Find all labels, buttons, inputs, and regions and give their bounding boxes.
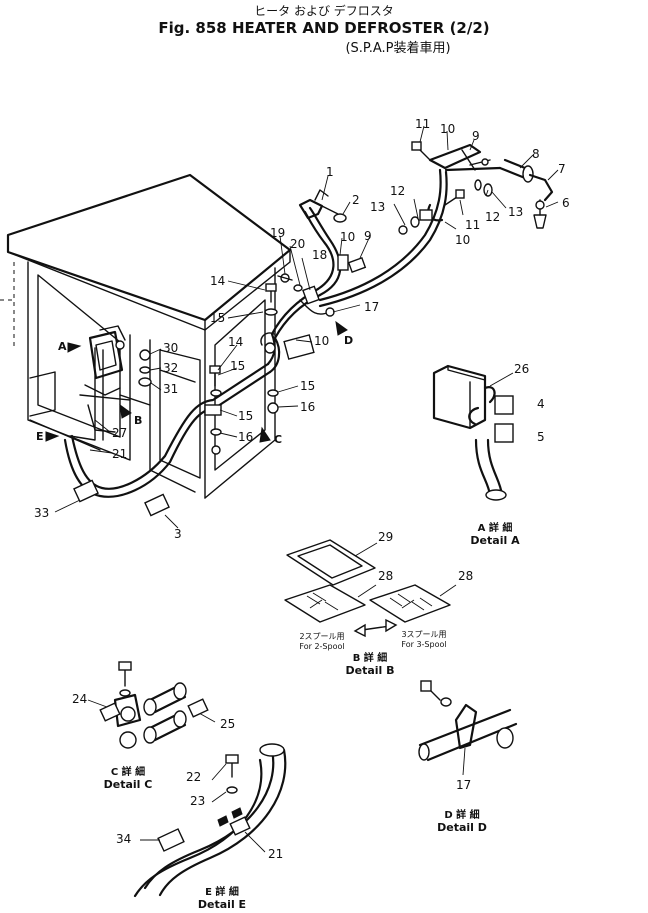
title-japanese: ヒータ および デフロスタ [254,3,394,18]
part-number: 2 [352,193,360,207]
arrow-label-d: D [344,334,353,347]
detail-b-label-jp: B 詳 細 [353,651,388,664]
part-number: 31 [163,382,178,396]
part-number: 13 [508,205,523,219]
detail-d-label-en: Detail D [437,821,487,834]
part-number: 17 [456,778,471,792]
part-number: 33 [34,506,49,520]
valve-cluster-upper [398,141,554,235]
part-number: 27 [112,426,127,440]
detail-a-label-en: Detail A [470,534,520,547]
part-number: 15 [238,409,253,423]
clamp-10-d [260,332,315,360]
part-number: 28 [378,569,393,583]
detail-d-label-jp: D 詳 細 [444,808,479,821]
part-number: 21 [112,447,127,461]
part-leaders [54,125,559,529]
part-number: 1 [326,165,334,179]
part-number: 11 [465,218,480,232]
part-number-labels: 1 2 3 4 5 6 7 8 9 9 10 10 10 10 11 11 12… [34,117,570,861]
part-number: 23 [190,794,205,808]
part-number: 8 [532,147,540,161]
part-number: 5 [537,430,545,444]
part-number: 10 [340,230,355,244]
part-number: 15 [230,359,245,373]
part-number: 12 [485,210,500,224]
spool-3-jp: 3スプール用 [401,630,446,639]
detail-b-drawing [284,539,457,638]
spool-3-en: For 3-Spool [401,640,446,649]
detail-c-label-jp: C 詳 細 [111,765,145,778]
part-number: 9 [364,229,372,243]
view-arrows: A B C D E [36,320,353,446]
part-number: 18 [312,248,327,262]
part-number: 24 [72,692,87,706]
part-number: 11 [415,117,430,131]
heater-valve-1 [298,189,367,273]
detail-c-drawing [87,661,216,749]
detail-e-label-en: Detail E [198,898,246,911]
part-number: 28 [458,569,473,583]
part-number: 15 [300,379,315,393]
fittings-30-32 [138,349,152,387]
part-number: 26 [514,362,529,376]
arrow-d-icon [335,320,348,336]
part-number: 3 [174,527,182,541]
part-number: 10 [455,233,470,247]
part-number: 34 [116,832,131,846]
spool-2-jp: 2スプール用 [299,632,344,641]
part-number: 15 [210,311,225,325]
detail-b-label-en: Detail B [345,664,394,677]
part-number: 29 [378,530,393,544]
part-number: 7 [558,162,566,176]
part-number: 14 [210,274,225,288]
title-main: Fig. 858 HEATER AND DEFROSTER (2/2) [158,19,489,37]
detail-e-drawing [133,743,287,898]
arrow-label-b: B [134,414,142,427]
part-number: 32 [163,361,178,375]
part-number: 21 [268,847,283,861]
title-subtitle: (S.P.A.P装着車用) [345,40,450,56]
part-number: 20 [290,237,305,251]
arrow-label-a: A [58,340,67,353]
arrow-e-icon [45,431,60,442]
part-number: 6 [562,196,570,210]
part-number: 9 [472,129,480,143]
arrow-label-c: C [274,433,282,446]
part-number: 16 [300,400,315,414]
clamp-18-area [277,273,335,317]
detail-e-label-jp: E 詳 細 [205,885,239,898]
part-number: 13 [370,200,385,214]
part-number: 10 [440,122,455,136]
detail-d-drawing [418,680,518,776]
tag-flags [73,479,170,517]
part-number: 25 [220,717,235,731]
arrow-c-icon [259,426,271,443]
arrow-b-icon [119,403,132,419]
part-number: 14 [228,335,243,349]
part-number: 10 [314,334,329,348]
part-number: 30 [163,341,178,355]
heater-hoses [63,166,502,498]
detail-a-drawing [432,364,514,501]
part-number: 4 [537,397,545,411]
part-number: 12 [390,184,405,198]
detail-a-label-jp: A 詳 細 [478,521,513,534]
arrow-label-e: E [36,430,44,443]
detail-c-label-en: Detail C [104,778,153,791]
bolts-14-16 [204,283,279,455]
part-number: 19 [270,226,285,240]
heater-unit [79,325,131,433]
part-number: 17 [364,300,379,314]
cab-outline [0,173,292,499]
spool-2-en: For 2-Spool [299,642,344,651]
part-number: 22 [186,770,201,784]
part-number: 16 [238,430,253,444]
arrow-a-icon [67,342,82,353]
